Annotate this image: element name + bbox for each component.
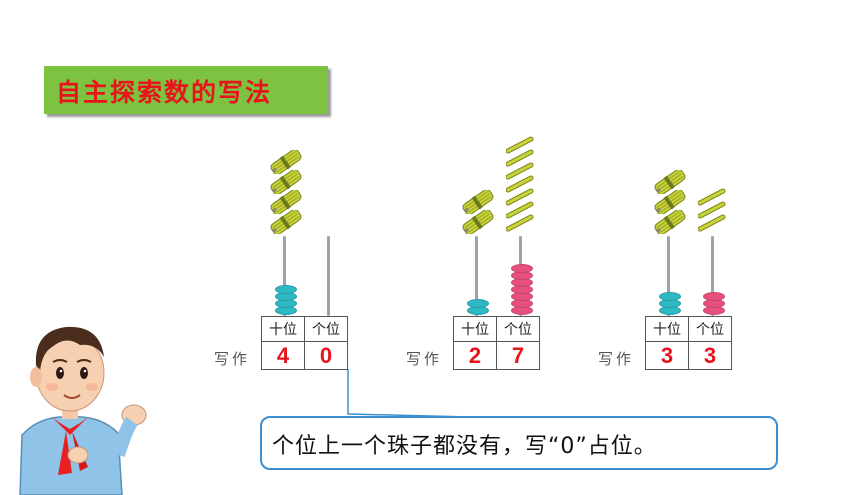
tens-digit: 2: [453, 341, 497, 370]
tens-digit: 4: [261, 341, 305, 370]
single-stick: [506, 214, 534, 232]
abacus-group-33: 写作 十位 个位 3 3: [598, 140, 748, 380]
ten-stick-bundle: [270, 170, 302, 194]
write-label: 写作: [214, 350, 251, 368]
single-stick: [506, 201, 534, 219]
place-value-table: 十位 个位 4 0: [261, 316, 348, 370]
single-stick: [698, 188, 726, 206]
single-stick: [506, 162, 534, 180]
ten-stick-bundle: [270, 210, 302, 234]
write-label: 写作: [406, 350, 443, 368]
ten-stick-bundle: [654, 170, 686, 194]
tens-rod: [283, 236, 286, 316]
tens-header: 十位: [261, 316, 305, 342]
ones-header: 个位: [496, 316, 540, 342]
place-value-table: 十位 个位 2 7: [453, 316, 540, 370]
tens-rod: [475, 236, 478, 316]
tens-header: 十位: [453, 316, 497, 342]
abacus-group-27: 写作 十位 个位 2 7: [406, 136, 556, 380]
ones-header: 个位: [688, 316, 732, 342]
ten-stick-bundle: [270, 150, 302, 174]
single-stick: [506, 136, 534, 154]
ones-bead: [511, 264, 533, 273]
tens-bead: [659, 292, 681, 301]
single-stick: [506, 149, 534, 167]
tens-digit: 3: [645, 341, 689, 370]
callout-text: 个位上一个珠子都没有，写“0”占位。: [272, 434, 657, 459]
single-stick: [698, 201, 726, 219]
ten-stick-bundle: [270, 190, 302, 214]
ones-digit: 0: [304, 341, 348, 370]
ones-bead: [703, 292, 725, 301]
section-title-box: 自主探索数的写法: [44, 66, 328, 114]
section-title: 自主探索数的写法: [56, 78, 273, 107]
single-stick: [698, 214, 726, 232]
single-stick: [506, 188, 534, 206]
ten-stick-bundle: [654, 190, 686, 214]
tens-bead: [275, 285, 297, 294]
tens-rod: [667, 236, 670, 316]
ten-stick-bundle: [462, 190, 494, 214]
ones-header: 个位: [304, 316, 348, 342]
write-label: 写作: [598, 350, 635, 368]
ten-stick-bundle: [654, 210, 686, 234]
boy-illustration: [19, 326, 147, 495]
tens-bead: [467, 299, 489, 308]
place-value-table: 十位 个位 3 3: [645, 316, 732, 370]
abacus-group-40: 写作 十位 个位 4 0: [214, 140, 364, 380]
ones-digit: 3: [688, 341, 732, 370]
single-stick: [506, 175, 534, 193]
ones-digit: 7: [496, 341, 540, 370]
ten-stick-bundle: [462, 210, 494, 234]
tens-header: 十位: [645, 316, 689, 342]
callout-box: 个位上一个珠子都没有，写“0”占位。: [260, 416, 778, 470]
ones-rod: [327, 236, 330, 316]
ones-rod: [711, 236, 714, 316]
